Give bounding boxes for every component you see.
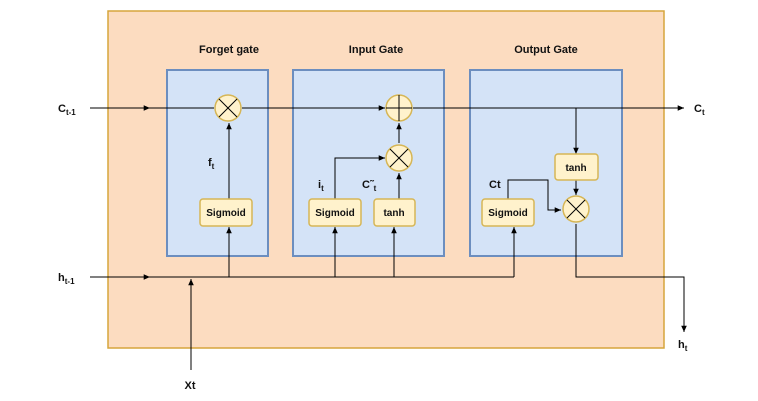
- c-tilde-label: C˜t: [362, 179, 377, 193]
- output-to-ht-line: [575, 224, 687, 332]
- h-out-label: ht: [678, 339, 688, 353]
- c-out-label: Ct: [694, 103, 705, 117]
- ft-label: ft: [208, 157, 215, 171]
- forget-sigmoid-label: Sigmoid: [206, 208, 245, 219]
- forget-multiply-op: [214, 94, 242, 122]
- input-gate-title: Input Gate: [349, 44, 403, 56]
- input-multiply-op: [385, 144, 413, 172]
- output-sigmoid-label: Sigmoid: [488, 208, 527, 219]
- output-tanh-box: tanh: [554, 153, 599, 181]
- connectors: [90, 105, 687, 370]
- input-tanh-label: tanh: [383, 208, 404, 219]
- forget-gate-title: Forget gate: [199, 44, 259, 56]
- output-gate-title: Output Gate: [514, 44, 578, 56]
- output-gate-panel: [469, 69, 623, 257]
- input-sigmoid-box: Sigmoid: [308, 198, 362, 227]
- cell-add-op: [385, 94, 413, 122]
- input-gate-panel: [292, 69, 445, 257]
- output-multiply-op: [562, 195, 590, 223]
- c-prev-label: Ct-1: [58, 103, 76, 117]
- it-label: it: [318, 179, 324, 193]
- x-input-label: Xt: [185, 380, 196, 392]
- h-prev-label: ht-1: [58, 272, 75, 286]
- output-sigmoid-to-multiply: [507, 179, 561, 213]
- output-sigmoid-box: Sigmoid: [481, 198, 535, 227]
- output-tanh-label: tanh: [565, 163, 586, 174]
- forget-gate-panel: [166, 69, 269, 257]
- input-tanh-box: tanh: [373, 198, 416, 227]
- ct-label: Ct: [489, 179, 501, 191]
- forget-sigmoid-box: Sigmoid: [199, 198, 253, 227]
- input-sigmoid-to-multiply: [334, 155, 385, 199]
- input-sigmoid-label: Sigmoid: [315, 208, 354, 219]
